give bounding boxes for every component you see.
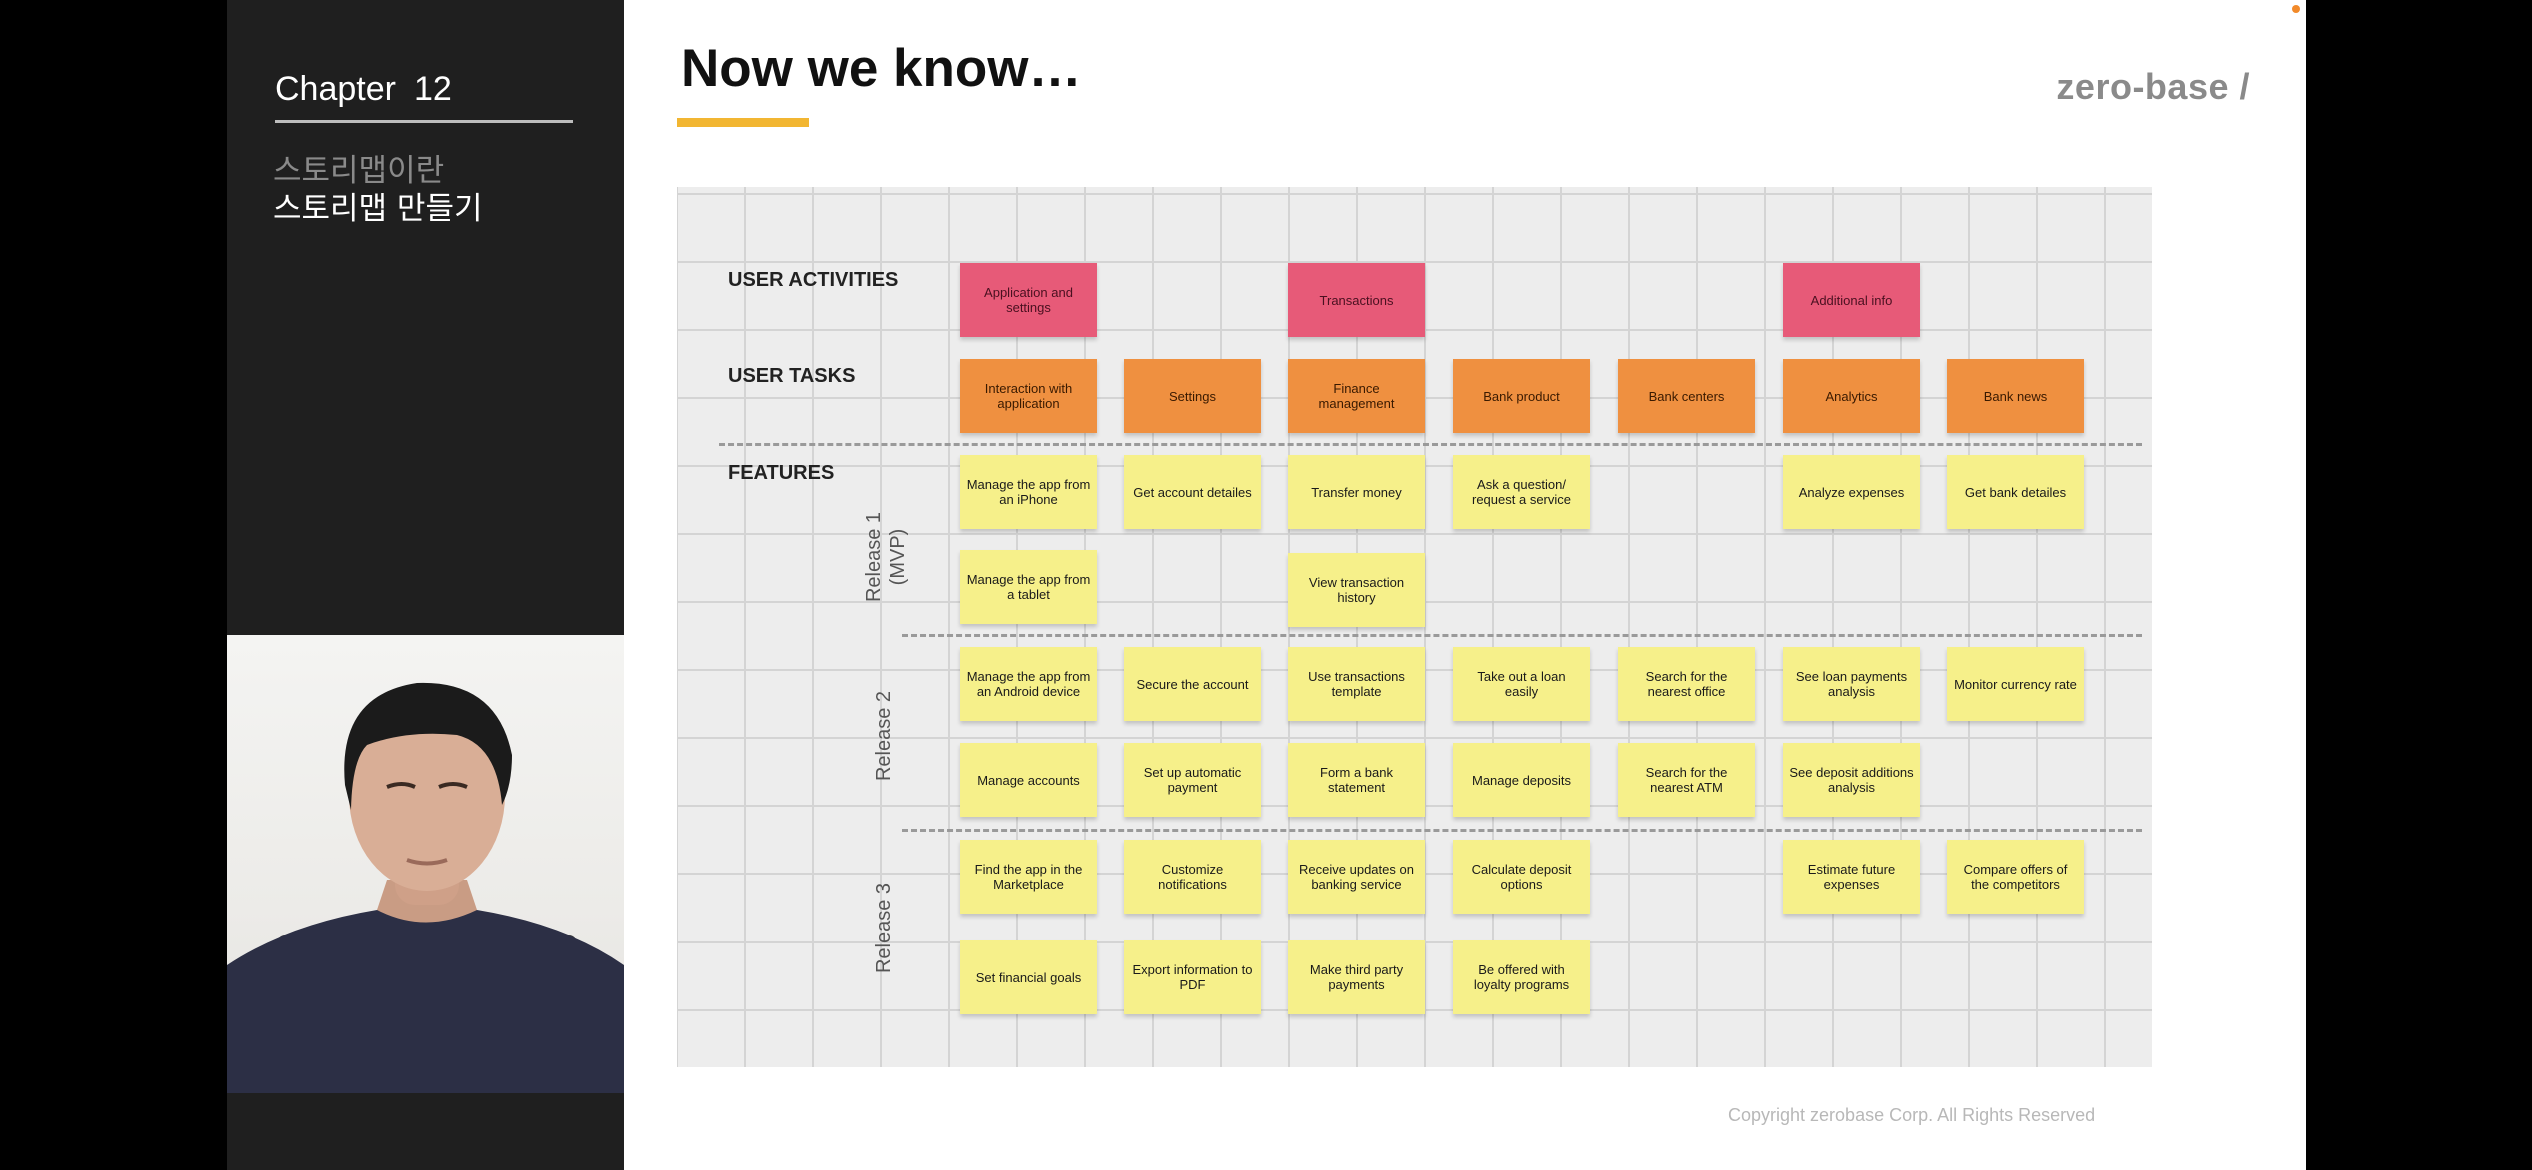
row-label-user-tasks: USER TASKS [728, 365, 856, 387]
story-map-board: USER ACTIVITIES USER TASKS FEATURES Rele… [677, 187, 2152, 1067]
chapter-divider [275, 120, 573, 123]
release-2-divider [902, 829, 2142, 832]
feature-note: Form a bank statement [1288, 743, 1425, 817]
presenter-image [227, 682, 624, 1093]
feature-note: Manage the app from an Android device [960, 647, 1097, 721]
release-1-mvp: (MVP) [887, 528, 909, 586]
slide-title: Now we know… [681, 39, 1082, 98]
release-1-label: Release 1 (MVP) [862, 502, 912, 612]
release-1-divider [902, 634, 2142, 637]
feature-note: Search for the nearest ATM [1618, 743, 1755, 817]
recording-indicator [2292, 5, 2300, 13]
row-label-user-activities: USER ACTIVITIES [728, 269, 899, 291]
feature-note: Take out a loan easily [1453, 647, 1590, 721]
feature-note: Secure the account [1124, 647, 1261, 721]
activity-note: Transactions [1288, 263, 1425, 337]
feature-note: See deposit additions analysis [1783, 743, 1920, 817]
section-item-inactive: 스토리맵이란 [273, 153, 445, 189]
chapter-sidebar: Chapter 12 스토리맵이란 스토리맵 만들기 [227, 0, 624, 1170]
activity-note: Application and settings [960, 263, 1097, 337]
feature-note: Manage the app from an iPhone [960, 455, 1097, 529]
presenter-video [227, 635, 624, 1093]
zerobase-logo: zero-base / [2056, 66, 2250, 107]
task-note: Analytics [1783, 359, 1920, 433]
feature-note: Get bank detailes [1947, 455, 2084, 529]
section-item-active: 스토리맵 만들기 [273, 191, 483, 227]
feature-note: Analyze expenses [1783, 455, 1920, 529]
chapter-number: 12 [413, 70, 452, 108]
feature-note: Ask a question/ request a service [1453, 455, 1590, 529]
release-2-label: Release 2 [873, 690, 895, 782]
feature-note: Get account detailes [1124, 455, 1261, 529]
task-note: Settings [1124, 359, 1261, 433]
feature-note: Find the app in the Marketplace [960, 840, 1097, 914]
feature-note: Manage deposits [1453, 743, 1590, 817]
task-note: Bank centers [1618, 359, 1755, 433]
feature-note: Receive updates on banking service [1288, 840, 1425, 914]
feature-note: Transfer money [1288, 455, 1425, 529]
activity-note: Additional info [1783, 263, 1920, 337]
feature-note: Be offered with loyalty programs [1453, 940, 1590, 1014]
feature-note: Set financial goals [960, 940, 1097, 1014]
feature-note: Customize notifications [1124, 840, 1261, 914]
feature-note: Search for the nearest office [1618, 647, 1755, 721]
features-divider [719, 443, 2142, 446]
chapter-label: Chapter [275, 70, 396, 108]
chapter-heading: Chapter 12 [275, 70, 452, 109]
feature-note: Estimate future expenses [1783, 840, 1920, 914]
copyright-notice: Copyright zerobase Corp. All Rights Rese… [1728, 1105, 2096, 1125]
task-note: Bank product [1453, 359, 1590, 433]
feature-note: View transaction history [1288, 553, 1425, 627]
task-note: Interaction with application [960, 359, 1097, 433]
feature-note: Compare offers of the competitors [1947, 840, 2084, 914]
task-note: Bank news [1947, 359, 2084, 433]
release-1-title: Release 1 [863, 511, 885, 603]
feature-note: Make third party payments [1288, 940, 1425, 1014]
feature-note: See loan payments analysis [1783, 647, 1920, 721]
feature-note: Monitor currency rate [1947, 647, 2084, 721]
task-note: Finance management [1288, 359, 1425, 433]
feature-note: Set up automatic payment [1124, 743, 1261, 817]
title-underline [677, 118, 809, 127]
feature-note: Export information to PDF [1124, 940, 1261, 1014]
slide: Now we know… zero-base / USER ACTIVITIES… [624, 0, 2306, 1170]
release-3-label: Release 3 [873, 882, 895, 974]
feature-note: Calculate deposit options [1453, 840, 1590, 914]
feature-note: Use transactions template [1288, 647, 1425, 721]
row-label-features: FEATURES [728, 462, 835, 484]
feature-note: Manage accounts [960, 743, 1097, 817]
feature-note: Manage the app from a tablet [960, 550, 1097, 624]
